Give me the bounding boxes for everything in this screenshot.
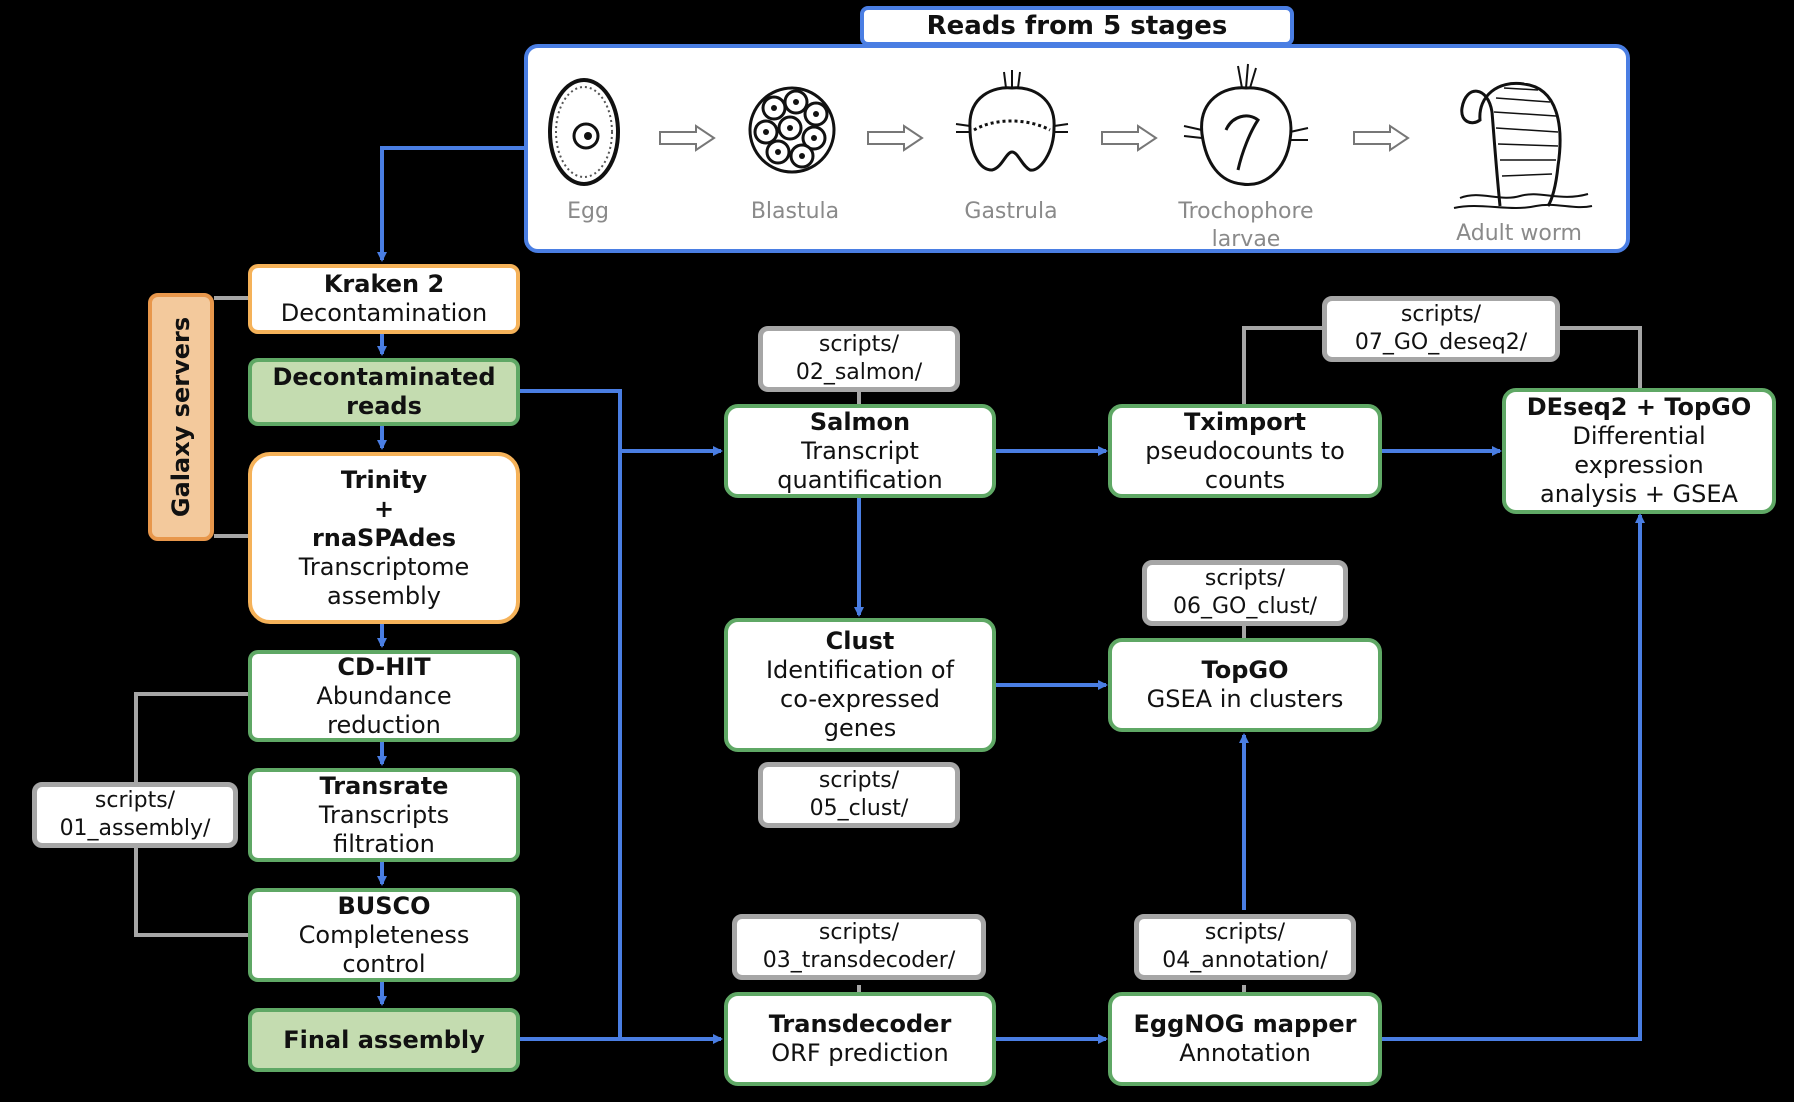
script-box-go-clust[interactable]: scripts/ 06_GO_clust/ bbox=[1142, 560, 1348, 626]
script-path-prefix: scripts/ bbox=[1400, 302, 1482, 327]
script-box-salmon[interactable]: scripts/ 02_salmon/ bbox=[758, 326, 960, 392]
transdecoder-title: Transdecoder bbox=[768, 1010, 952, 1038]
clust-title: Clust bbox=[825, 627, 895, 655]
script-box-transdecoder[interactable]: scripts/ 03_transdecoder/ bbox=[732, 914, 986, 980]
script-path-prefix: scripts/ bbox=[1204, 566, 1286, 591]
tximport-title: Tximport bbox=[1183, 407, 1307, 436]
trinity-plus: + bbox=[373, 494, 395, 523]
transrate-desc: Transcripts filtration bbox=[318, 800, 450, 858]
eggnog-desc: Annotation bbox=[1179, 1039, 1311, 1067]
header-title: Reads from 5 stages bbox=[860, 6, 1294, 46]
deseq-topgo-box: DEseq2 + TopGO Differential expression a… bbox=[1502, 388, 1776, 514]
topgo-desc: GSEA in clusters bbox=[1146, 685, 1344, 713]
script-path-prefix: scripts/ bbox=[818, 920, 900, 945]
script-box-annotation[interactable]: scripts/ 04_annotation/ bbox=[1134, 914, 1356, 980]
stages-panel bbox=[524, 44, 1630, 253]
stage-label-egg: Egg bbox=[567, 199, 609, 224]
kraken-desc: Decontamination bbox=[280, 299, 488, 327]
busco-box: BUSCO Completeness control bbox=[248, 888, 520, 982]
eggnog-title: EggNOG mapper bbox=[1133, 1010, 1357, 1038]
script-box-clust[interactable]: scripts/ 05_clust/ bbox=[758, 762, 960, 828]
stage-arrow-icon bbox=[1101, 124, 1158, 152]
final-assembly-box: Final assembly bbox=[248, 1008, 520, 1072]
stage-arrow-icon bbox=[867, 124, 924, 152]
stage-label-gastrula: Gastrula bbox=[964, 199, 1058, 224]
script-path-folder: 04_annotation/ bbox=[1162, 948, 1328, 973]
egg-cell-icon bbox=[548, 78, 620, 186]
script-box-assembly[interactable]: scripts/ 01_assembly/ bbox=[32, 782, 238, 848]
script-path-folder: 02_salmon/ bbox=[795, 360, 923, 385]
cdhit-box: CD-HIT Abundance reduction bbox=[248, 650, 520, 742]
gastrula-icon bbox=[955, 70, 1069, 172]
flow-arrows bbox=[377, 146, 1645, 1044]
cdhit-desc: Abundance reduction bbox=[316, 681, 452, 739]
blastula-icon bbox=[748, 86, 836, 174]
clust-desc: Identification of co-expressed genes bbox=[765, 656, 955, 742]
eggnog-box: EggNOG mapper Annotation bbox=[1108, 992, 1382, 1086]
kraken-title: Kraken 2 bbox=[323, 270, 445, 298]
adult-worm-icon bbox=[1453, 81, 1593, 209]
kraken-box: Kraken 2 Decontamination bbox=[248, 264, 520, 334]
script-path-folder: 05_clust/ bbox=[809, 796, 909, 821]
trinity-title: Trinity bbox=[340, 465, 428, 494]
final-assembly-title: Final assembly bbox=[283, 1025, 485, 1054]
topgo-box: TopGO GSEA in clusters bbox=[1108, 638, 1382, 732]
trochophore-larva-icon bbox=[1183, 63, 1309, 187]
salmon-title: Salmon bbox=[809, 407, 911, 436]
salmon-box: Salmon Transcript quantification bbox=[724, 404, 996, 498]
decontaminated-reads-title: Decontaminated reads bbox=[272, 363, 496, 420]
script-path-prefix: scripts/ bbox=[1204, 920, 1286, 945]
stage-arrow-icon bbox=[1353, 124, 1410, 152]
transdecoder-desc: ORF prediction bbox=[771, 1039, 949, 1067]
cdhit-title: CD-HIT bbox=[337, 652, 431, 681]
stage-label-adult: Adult worm bbox=[1456, 221, 1582, 246]
tximport-box: Tximport pseudocounts to counts bbox=[1108, 404, 1382, 498]
stage-arrow-icon bbox=[659, 124, 716, 152]
stage-label-trochophore: Trochophore larvae bbox=[1178, 199, 1314, 252]
trinity-box: Trinity + rnaSPAdes Transcriptome assemb… bbox=[248, 452, 520, 624]
tximport-desc: pseudocounts to counts bbox=[1145, 436, 1345, 494]
transrate-title: Transrate bbox=[319, 771, 449, 800]
stage-label-blastula: Blastula bbox=[750, 199, 840, 224]
transdecoder-box: Transdecoder ORF prediction bbox=[724, 992, 996, 1086]
galaxy-servers-label: Galaxy servers bbox=[148, 293, 214, 541]
clust-box: Clust Identification of co-expressed gen… bbox=[724, 618, 996, 752]
script-path-folder: 03_transdecoder/ bbox=[762, 948, 956, 973]
deseq-topgo-title: DEseq2 + TopGO bbox=[1526, 393, 1752, 421]
script-path-folder: 06_GO_clust/ bbox=[1172, 594, 1317, 619]
script-path-prefix: scripts/ bbox=[818, 332, 900, 357]
busco-title: BUSCO bbox=[337, 891, 431, 920]
script-box-go-deseq2[interactable]: scripts/ 07_GO_deseq2/ bbox=[1322, 296, 1560, 362]
script-path-folder: 01_assembly/ bbox=[59, 816, 211, 841]
rnaspades-title: rnaSPAdes bbox=[311, 523, 457, 552]
transrate-box: Transrate Transcripts filtration bbox=[248, 768, 520, 862]
salmon-desc: Transcript quantification bbox=[777, 436, 943, 494]
busco-desc: Completeness control bbox=[298, 920, 470, 978]
trinity-desc: Transcriptome assembly bbox=[298, 552, 470, 610]
script-path-folder: 07_GO_deseq2/ bbox=[1354, 330, 1528, 355]
topgo-title: TopGO bbox=[1201, 656, 1289, 684]
decontaminated-reads-box: Decontaminated reads bbox=[248, 358, 520, 426]
script-path-prefix: scripts/ bbox=[94, 788, 176, 813]
script-path-prefix: scripts/ bbox=[818, 768, 900, 793]
deseq-topgo-desc: Differential expression analysis + GSEA bbox=[1540, 422, 1738, 508]
